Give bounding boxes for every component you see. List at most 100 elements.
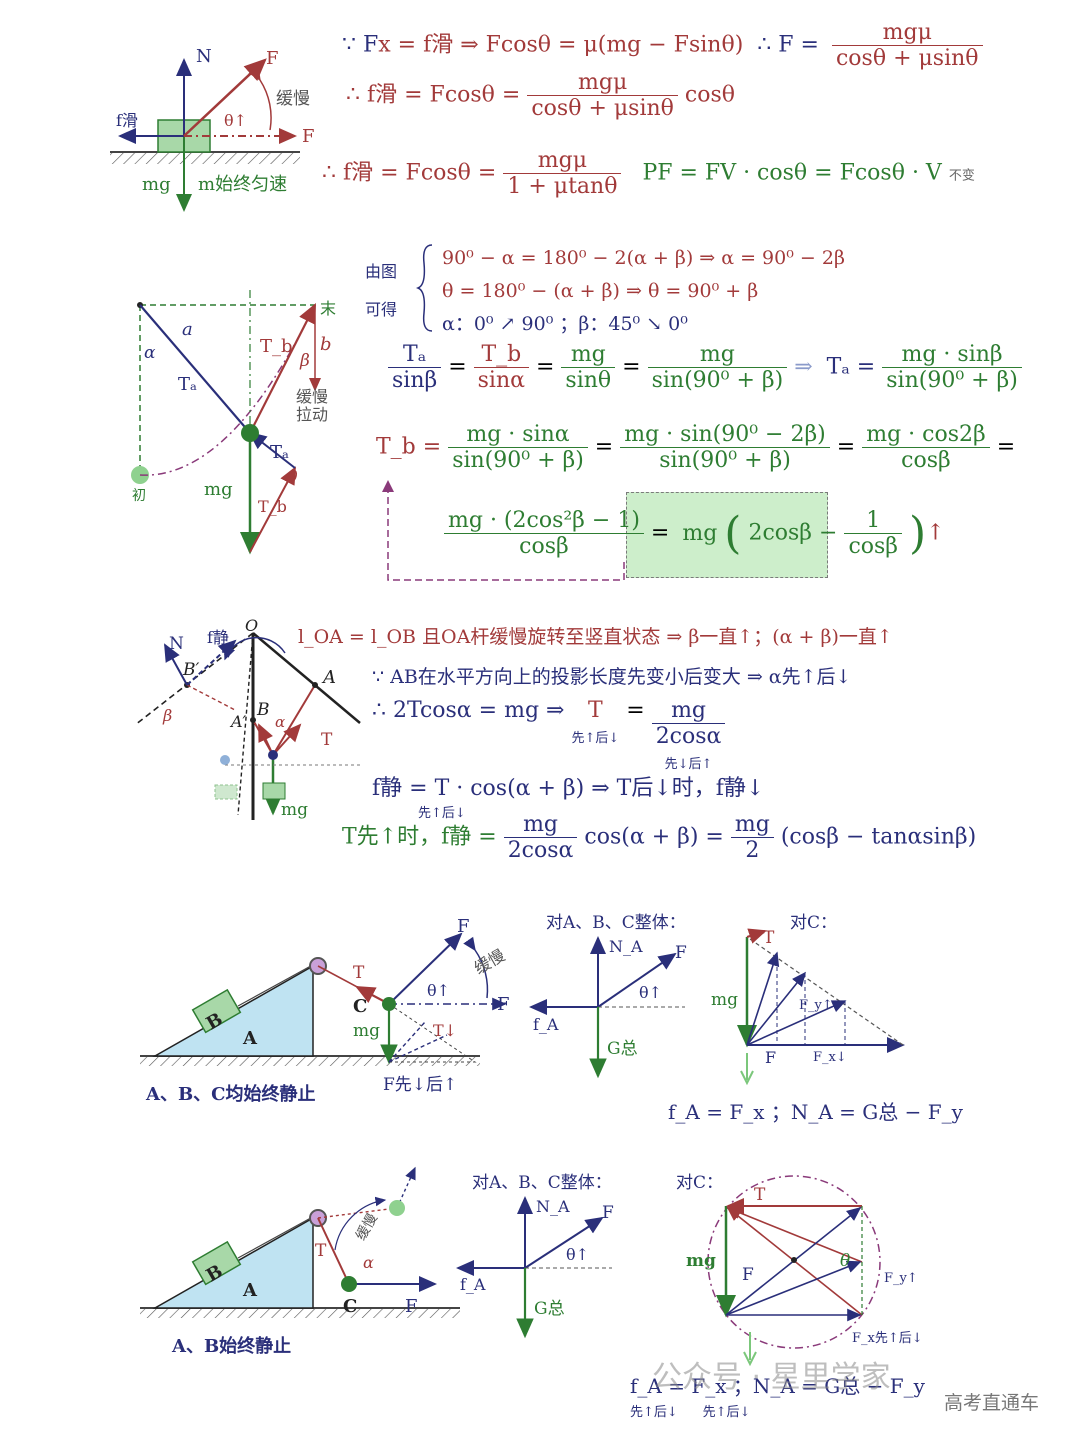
s3-figure: O A B B′ A′ N f静 β α T mg bbox=[134, 616, 361, 820]
s2-figure: a α Tₐ T_b β b 末 初 缓慢 拉动 mg Tₐ T_b θ bbox=[131, 290, 336, 555]
label-slow: 缓慢 bbox=[352, 1210, 381, 1243]
brace-text: 由图可得 bbox=[365, 262, 398, 319]
label-F: F bbox=[405, 1296, 418, 1317]
label-NA: N_A bbox=[609, 937, 643, 956]
s5-whole-diagram: N_A F f_A G总 θ↑ bbox=[456, 1196, 614, 1339]
label-Tb-2: T_b bbox=[258, 497, 287, 516]
label-mg: mg bbox=[281, 800, 308, 820]
label-Tb: T_b bbox=[260, 336, 293, 357]
label-mg: mg bbox=[711, 990, 738, 1010]
label-O: O bbox=[245, 616, 258, 635]
s2-result-box bbox=[626, 492, 828, 578]
s3-line2: ∵ AB在水平方向上的投影长度先变小后变大 ⇒ α先↑后↓ bbox=[372, 666, 852, 688]
s1-figure: N F F f滑 θ↑ 缓慢 mg m始终匀速 bbox=[110, 46, 315, 212]
label-mg: mg bbox=[353, 1021, 380, 1041]
s5-figure: B A C T F α 缓慢 bbox=[140, 1166, 460, 1318]
label-b: b bbox=[320, 334, 332, 355]
label-T: T bbox=[763, 928, 775, 948]
label-F: F bbox=[602, 1203, 614, 1223]
label-f: f滑 bbox=[116, 111, 138, 130]
label-Fx: F_x↓ bbox=[813, 1050, 847, 1065]
s5-whole-title: 对A、B、C整体： bbox=[472, 1173, 612, 1193]
label-T: T bbox=[754, 1185, 766, 1205]
label-fA: f_A bbox=[533, 1015, 559, 1034]
label-slow: 缓慢 bbox=[471, 945, 508, 977]
s4-forC-diagram: T mg F F_y↑ F_x↓ bbox=[711, 928, 905, 1086]
label-slow: 缓慢 bbox=[276, 88, 310, 109]
s3-line4: f静 = T · cos(α + β) ⇒ T后↓时，f静↓ 先↑后↓ bbox=[372, 776, 765, 821]
s4-whole-title: 对A、B、C整体： bbox=[546, 913, 686, 933]
s4-caption: A、B、C均始终静止 bbox=[146, 1084, 316, 1105]
s3-line1: l_OA = l_OB 且OA杆缓慢旋转至竖直状态 ⇒ β一直↑；(α + β)… bbox=[298, 626, 893, 648]
label-N: N bbox=[169, 634, 184, 654]
label-fA: f_A bbox=[460, 1275, 486, 1294]
label-T: T bbox=[315, 1241, 327, 1261]
label-alpha: α bbox=[363, 1253, 374, 1272]
label-Ap: A′ bbox=[229, 712, 247, 731]
label-theta: θ↑ bbox=[566, 1245, 589, 1264]
label-beta: β bbox=[299, 351, 310, 371]
s4-forC-title: 对C： bbox=[790, 913, 838, 933]
label-Fy: F_y↑ bbox=[884, 1271, 918, 1286]
label-Fy: F_y↑ bbox=[799, 998, 833, 1013]
label-note: m始终匀速 bbox=[198, 174, 287, 195]
label-Ta-2: Tₐ bbox=[270, 442, 289, 463]
label-C: C bbox=[353, 996, 367, 1017]
label-F-h: F bbox=[302, 126, 315, 147]
label-C: C bbox=[343, 1296, 357, 1317]
label-A: A bbox=[321, 667, 336, 688]
s1-line1: ∵ Fx = f滑 ⇒ Fcosθ = μ(mg − Fsinθ) ∴ F = … bbox=[342, 20, 983, 71]
watermark-brand: 高考直通车 bbox=[944, 1392, 1040, 1414]
label-B: B bbox=[256, 700, 270, 720]
s4-figure: B A C T F F mg θ↑ T↓ 缓慢 F先↓后↑ bbox=[140, 916, 510, 1095]
s5-caption: A、B始终静止 bbox=[172, 1336, 292, 1357]
label-Ta: Tₐ bbox=[178, 374, 197, 395]
label-a: a bbox=[182, 319, 193, 340]
label-T-dn: T↓ bbox=[433, 1021, 457, 1040]
label-F: F bbox=[457, 916, 470, 937]
label-F: F bbox=[765, 1048, 776, 1067]
s2-link-arrow bbox=[382, 480, 625, 581]
label-F-up: F bbox=[266, 48, 279, 69]
label-T: T bbox=[321, 730, 333, 750]
label-beta: β bbox=[162, 706, 172, 725]
label-alpha-1: α bbox=[144, 343, 156, 363]
label-NA: N_A bbox=[536, 1197, 570, 1216]
label-F-note: F先↓后↑ bbox=[383, 1075, 457, 1095]
label-A: A bbox=[242, 1028, 258, 1049]
label-F: F bbox=[675, 943, 687, 963]
label-f: f静 bbox=[207, 628, 229, 647]
label-theta: θ↑ bbox=[639, 983, 662, 1002]
brace-lines: 90⁰ − α = 180⁰ − 2(α + β) ⇒ α = 90⁰ − 2β… bbox=[442, 247, 845, 335]
label-pull: 拉动 bbox=[296, 405, 328, 424]
label-F: F bbox=[742, 1265, 754, 1285]
label-start: 初 bbox=[132, 487, 146, 504]
s5-forC-title: 对C： bbox=[676, 1173, 724, 1193]
label-alpha: α bbox=[275, 713, 285, 731]
label-T: T bbox=[353, 963, 365, 983]
s5-forC-diagram: T mg F θ F_y↑ F_x先↑后↓ bbox=[686, 1175, 923, 1367]
label-theta: θ bbox=[288, 467, 298, 486]
s4-whole-diagram: N_A F f_A G总 θ↑ bbox=[529, 936, 687, 1079]
label-mg: mg bbox=[204, 479, 233, 500]
label-N: N bbox=[196, 46, 212, 67]
label-slow: 缓慢 bbox=[296, 387, 328, 406]
label-Bp: B′ bbox=[182, 660, 199, 680]
watermark-account: 公众号 · 星里学家 bbox=[652, 1360, 891, 1395]
s5-result: f_A = F_x ；N_A = G总 − F_y 先↑后↓ 先↑后↓ bbox=[630, 1374, 925, 1420]
label-theta: θ↑ bbox=[427, 981, 450, 1000]
label-mg: mg bbox=[686, 1251, 716, 1271]
label-G: G总 bbox=[534, 1299, 565, 1319]
brace-icon bbox=[416, 244, 433, 332]
label-Fx: F_x先↑后↓ bbox=[852, 1331, 923, 1346]
label-F2: F bbox=[497, 994, 510, 1015]
label-mg: mg bbox=[142, 174, 171, 195]
label-G: G总 bbox=[607, 1039, 638, 1059]
